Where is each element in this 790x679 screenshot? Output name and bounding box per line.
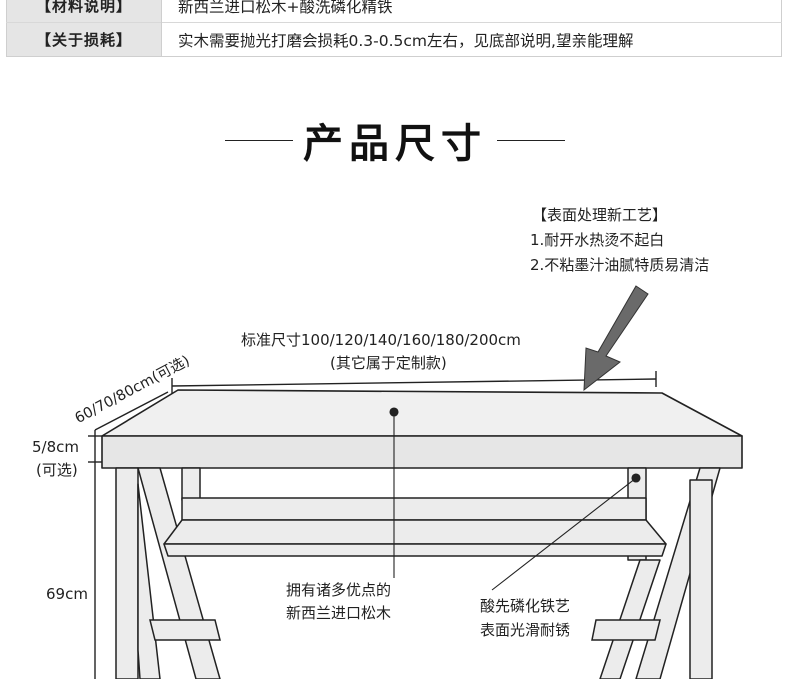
surface-title: 【表面处理新工艺】 [532,206,668,224]
width-dimension-line [171,378,657,387]
left-leg-front [115,467,139,679]
shelf-front-edge [163,543,667,557]
spec-value: 实木需要抛光打磨会损耗0.3-0.5cm左右，见底部说明,望亲能理解 [178,31,634,50]
section-heading: 产品尺寸 [0,112,790,168]
spec-row-loss: 【关于损耗】 实木需要抛光打磨会损耗0.3-0.5cm左右，见底部说明,望亲能理… [6,22,782,57]
shelf-surface [163,519,667,545]
shelf-back-panel [181,497,647,521]
height-label: 69cm [46,585,88,603]
iron-note-2: 表面光滑耐锈 [480,621,571,641]
surface-item-1: 1.耐开水热烫不起白 [530,231,665,249]
section-title: 产品尺寸 [303,121,487,167]
spec-table: 【材料说明】 新西兰进口松木+酸洗磷化精铁 【关于损耗】 实木需要抛光打磨会损耗… [6,0,782,57]
width-label: 标准尺寸100/120/140/160/180/200cm [241,331,521,349]
right-foot-rail [591,619,661,641]
spec-key: 【材料说明】 [6,0,162,23]
desk-top-surface [101,389,743,437]
spec-value: 新西兰进口松木+酸洗磷化精铁 [178,0,393,16]
spec-key: 【关于损耗】 [6,22,162,57]
spec-row-material: 【材料说明】 新西兰进口松木+酸洗磷化精铁 [6,0,782,23]
thickness-note: (可选) [36,461,78,479]
surface-item-2: 2.不粘墨汁油腻特质易清洁 [530,256,710,274]
left-foot-rail [149,619,221,641]
depth-dimension-line [94,391,169,431]
thickness-label: 5/8cm [32,438,79,456]
right-leg-outer [689,479,713,679]
width-note: (其它属于定制款) [330,354,447,372]
surface-arrow [583,285,649,392]
heading-rule-right [497,139,565,141]
desk-top-front-edge [101,435,743,469]
iron-note-1: 酸先磷化铁艺 [480,597,571,617]
left-rear-leg [181,467,201,501]
wood-note-2: 新西兰进口松木 [286,604,392,624]
wood-note-1: 拥有诸多优点的 [286,581,392,601]
heading-rule-left [225,139,293,141]
iron-leader-line [491,477,637,591]
